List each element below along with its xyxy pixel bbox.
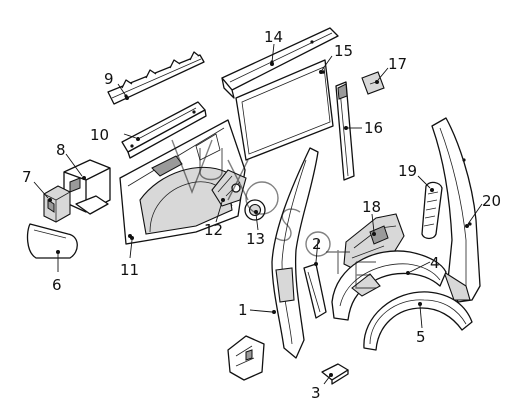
part-9-ribbed-bracket <box>107 51 205 105</box>
callout-20: 20 <box>482 192 501 210</box>
callout-1: 1 <box>238 301 248 319</box>
callout-15: 15 <box>334 42 353 60</box>
callout-7: 7 <box>22 168 32 186</box>
part-2-strip <box>303 263 327 319</box>
part-16-pillar-strip <box>335 81 355 181</box>
callout-18: 18 <box>362 198 381 216</box>
callout-10: 10 <box>90 126 109 144</box>
callout-12: 12 <box>204 221 223 239</box>
part-6-end-cap <box>26 223 78 259</box>
small-bracket <box>227 335 265 381</box>
callout-11: 11 <box>120 261 139 279</box>
callout-8: 8 <box>56 141 66 159</box>
part-1-front-pillar <box>271 147 319 359</box>
part-5-wheel-arch-outer <box>363 291 473 351</box>
part-7-box-clip <box>43 185 71 223</box>
callout-13: 13 <box>246 230 265 248</box>
leader-lines <box>33 43 483 385</box>
callout-4: 4 <box>430 254 440 272</box>
callout-5: 5 <box>416 328 426 346</box>
callout-6: 6 <box>52 276 62 294</box>
callout-9: 9 <box>104 70 114 88</box>
callout-19: 19 <box>398 162 417 180</box>
callout-17: 17 <box>388 55 407 73</box>
callout-3: 3 <box>311 384 321 402</box>
part-11-side-trim-panel <box>119 119 246 245</box>
part-19-vent-grille <box>421 181 443 240</box>
part-20-rear-pillar <box>431 117 481 303</box>
part-17-square-clip <box>361 71 385 95</box>
part-13-grommet <box>244 199 266 221</box>
part-8-bracket-block <box>63 159 111 215</box>
callout-labels: 1 2 3 4 5 6 7 8 9 10 11 12 13 14 15 16 1… <box>22 28 501 402</box>
callout-2: 2 <box>312 235 322 253</box>
part-10-bracket-strip <box>121 101 207 159</box>
callout-16: 16 <box>364 119 383 137</box>
watermark-logo <box>171 139 376 289</box>
callout-14: 14 <box>264 28 283 46</box>
